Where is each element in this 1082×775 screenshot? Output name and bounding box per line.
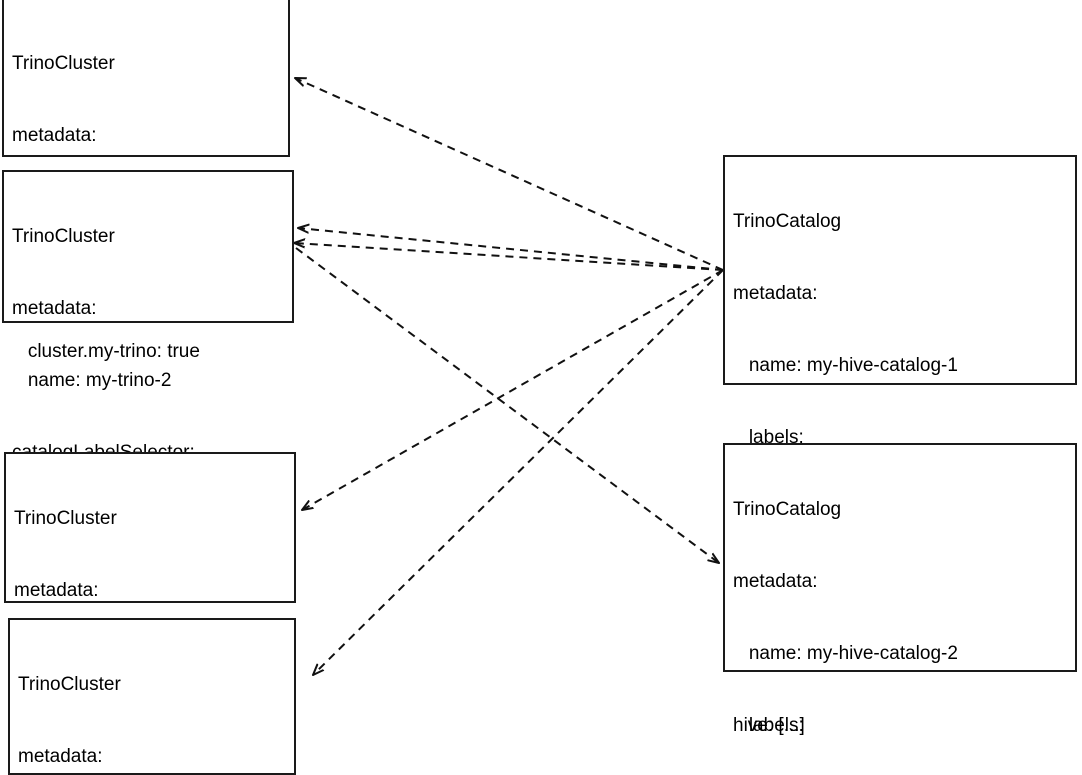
node-line: TrinoCluster: [14, 508, 117, 529]
node-line: TrinoCluster: [12, 53, 115, 74]
node-catalog-my-hive-catalog-2[interactable]: TrinoCatalog metadata: name: my-hive-cat…: [723, 443, 1077, 736]
node-line: metadata:: [733, 283, 818, 304]
node-cluster-my-trino-2[interactable]: TrinoCluster metadata: name: my-trino-2 …: [2, 170, 294, 535]
node-line: TrinoCluster: [18, 674, 121, 695]
edge-catalog1-to-cluster-my-trino-2-b: [294, 243, 724, 271]
edge-catalog1-to-cluster-my-trino-blue: [302, 269, 724, 510]
node-line: cluster.my-trino: true: [12, 341, 200, 362]
node-line: metadata:: [18, 746, 103, 767]
edge-catalog1-to-cluster-my-trino: [295, 78, 724, 271]
node-line: metadata:: [12, 298, 97, 319]
node-catalog-my-hive-catalog-2-text: TrinoCatalog metadata: name: my-hive-cat…: [733, 450, 1071, 775]
edge-catalog1-to-cluster-my-trino-2-a: [298, 228, 724, 271]
node-line: metadata:: [733, 571, 818, 592]
node-cluster-my-trino-green[interactable]: TrinoCluster metadata: name: my-trino-gr…: [8, 618, 296, 775]
node-line: name: my-hive-catalog-2: [733, 643, 958, 664]
node-line: name: my-hive-catalog-1: [733, 355, 958, 376]
node-cluster-my-trino-blue[interactable]: TrinoCluster metadata: name: my-trino-bl…: [4, 452, 296, 745]
node-line: labels:: [733, 715, 804, 736]
edge-catalog1-to-cluster-my-trino-green: [313, 269, 724, 675]
node-line: metadata:: [14, 580, 99, 601]
edge-cluster-my-trino-2-to-catalog2: [295, 247, 719, 563]
node-line: TrinoCatalog: [733, 499, 842, 520]
node-cluster-my-trino[interactable]: TrinoCluster metadata: name: my-trino ca…: [2, 0, 290, 362]
node-line: TrinoCatalog: [733, 211, 842, 232]
node-line: metadata:: [12, 125, 97, 146]
node-cluster-my-trino-green-text: TrinoCluster metadata: name: my-trino-gr…: [18, 625, 290, 775]
node-catalog-my-hive-catalog-1[interactable]: TrinoCatalog metadata: name: my-hive-cat…: [723, 155, 1077, 736]
node-line: labels:: [733, 427, 804, 448]
node-line: TrinoCluster: [12, 226, 115, 247]
node-line: name: my-trino-2: [12, 370, 172, 391]
node-line: hive: [...]: [733, 715, 805, 736]
